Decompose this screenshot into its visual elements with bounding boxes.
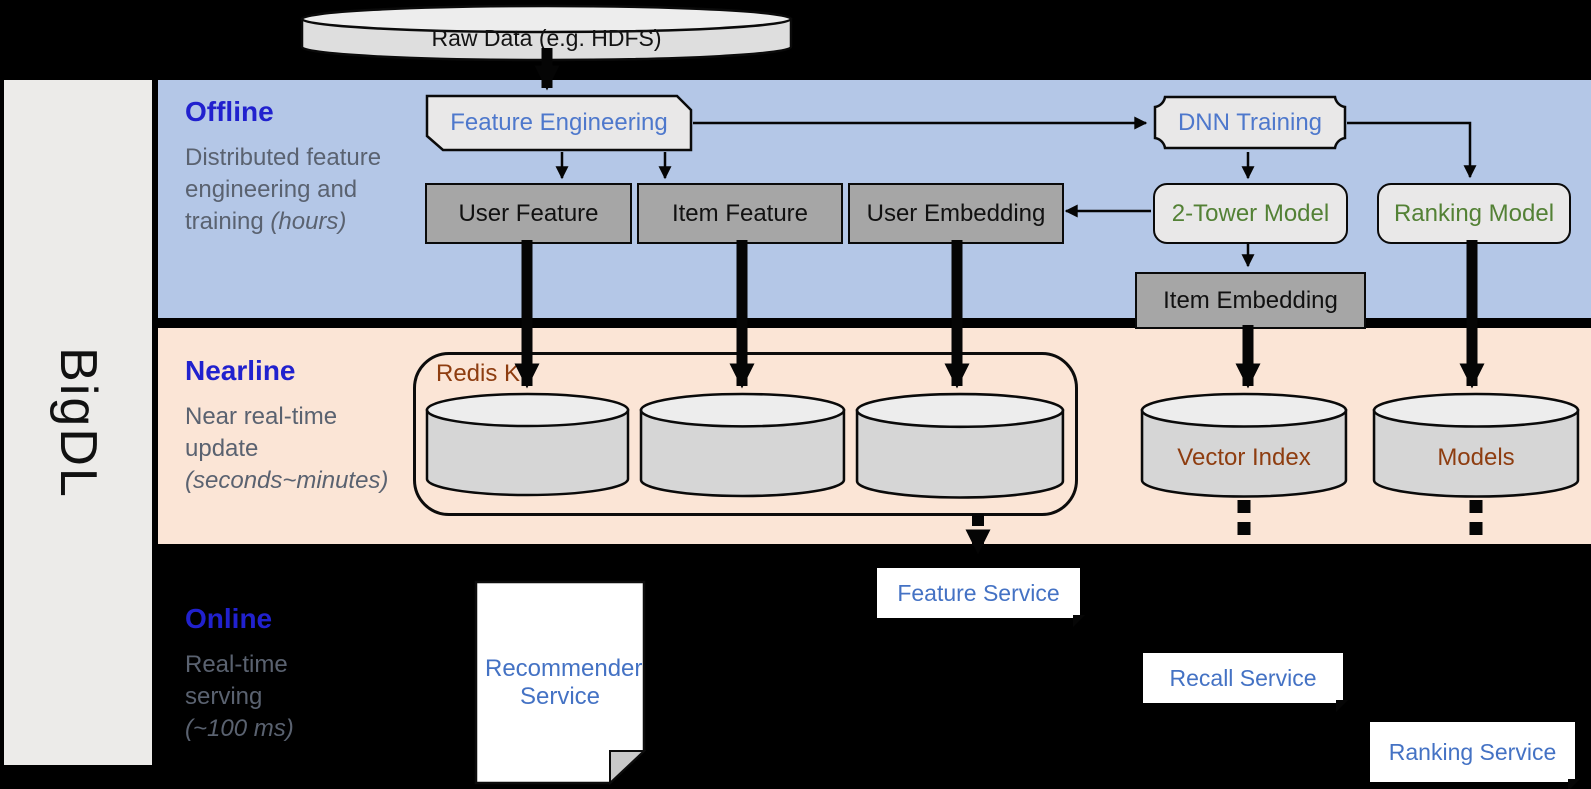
redis-kv-label: Redis KV — [436, 360, 537, 387]
cylinder-shape — [855, 392, 1065, 499]
two-tower-model-label: 2-Tower Model — [1171, 199, 1330, 227]
recommender-service-label: Recommender Service — [485, 654, 643, 710]
redis-cylinder-1 — [425, 392, 630, 497]
node-two-tower-model: 2-Tower Model — [1153, 183, 1348, 244]
ranking-model-label: Ranking Model — [1393, 199, 1555, 227]
nearline-stage-description: Near real-time update (seconds~minutes) — [185, 401, 388, 497]
node-item-embedding: Item Embedding — [1135, 272, 1366, 329]
ranking-service-label: Ranking Service — [1388, 738, 1557, 765]
node-ranking-service: Ranking Service — [1370, 722, 1580, 789]
page-fold-icon — [1336, 700, 1348, 712]
redis-cylinder-3 — [855, 392, 1065, 499]
bigdl-brand-panel: BigDL — [4, 80, 152, 765]
user-embedding-label: User Embedding — [866, 199, 1046, 227]
offline-desc-text: Distributed feature engineering and trai… — [185, 144, 382, 235]
nearline-stage-title: Nearline — [185, 355, 296, 386]
online-stage-title: Online — [185, 603, 273, 634]
models-label: Models — [1437, 443, 1515, 471]
feature-engineering-label: Feature Engineering — [450, 109, 668, 136]
cylinder-shape — [1140, 392, 1348, 498]
node-dnn-training: DNN Training — [1153, 95, 1347, 150]
item-embedding-label: Item Embedding — [1163, 286, 1338, 314]
node-models: Models — [1372, 392, 1580, 498]
node-raw-data: Raw Data (e.g. HDFS) — [300, 4, 793, 62]
node-recall-service: Recall Service — [1143, 653, 1348, 712]
node-item-feature: Item Feature — [637, 183, 843, 244]
node-ranking-model: Ranking Model — [1377, 183, 1571, 244]
offline-desc-note: (hours) — [270, 207, 347, 235]
nearline-desc-note: (seconds~minutes) — [185, 466, 389, 494]
offline-stage-description: Distributed feature engineering and trai… — [185, 142, 390, 238]
recall-service-label: Recall Service — [1169, 664, 1317, 691]
cylinder-shape — [425, 392, 630, 497]
vector-index-label: Vector Index — [1177, 443, 1311, 471]
user-feature-label: User Feature — [458, 199, 599, 227]
bigdl-logo-text: BigDL — [49, 346, 108, 499]
feature-service-label: Feature Service — [897, 579, 1060, 606]
node-recommender-service: Recommender Service — [474, 580, 646, 785]
online-stage-description: Real-time serving (~100 ms) — [185, 649, 320, 745]
offline-stage-title: Offline — [185, 96, 274, 127]
redis-cylinder-2 — [639, 392, 846, 498]
document-shape — [474, 580, 646, 785]
raw-data-label: Raw Data (e.g. HDFS) — [431, 24, 662, 51]
node-vector-index: Vector Index — [1140, 392, 1348, 498]
feature-engineering-shape — [425, 94, 693, 152]
node-feature-engineering: Feature Engineering — [425, 94, 693, 152]
nearline-desc-text: Near real-time update — [185, 403, 338, 462]
cylinder-shape — [639, 392, 846, 498]
online-desc-text: Real-time serving — [185, 651, 288, 710]
dnn-training-label: DNN Training — [1177, 108, 1323, 136]
node-user-feature: User Feature — [425, 183, 632, 244]
node-user-embedding: User Embedding — [848, 183, 1064, 244]
cylinder-shape — [1372, 392, 1580, 498]
page-fold-icon — [1568, 779, 1580, 789]
online-desc-note: (~100 ms) — [185, 714, 294, 742]
page-fold-icon — [1073, 615, 1085, 627]
item-feature-label: Item Feature — [671, 199, 809, 227]
dnn-training-shape — [1153, 95, 1347, 150]
raw-data-cylinder-shape — [300, 4, 793, 62]
node-feature-service: Feature Service — [877, 568, 1085, 627]
